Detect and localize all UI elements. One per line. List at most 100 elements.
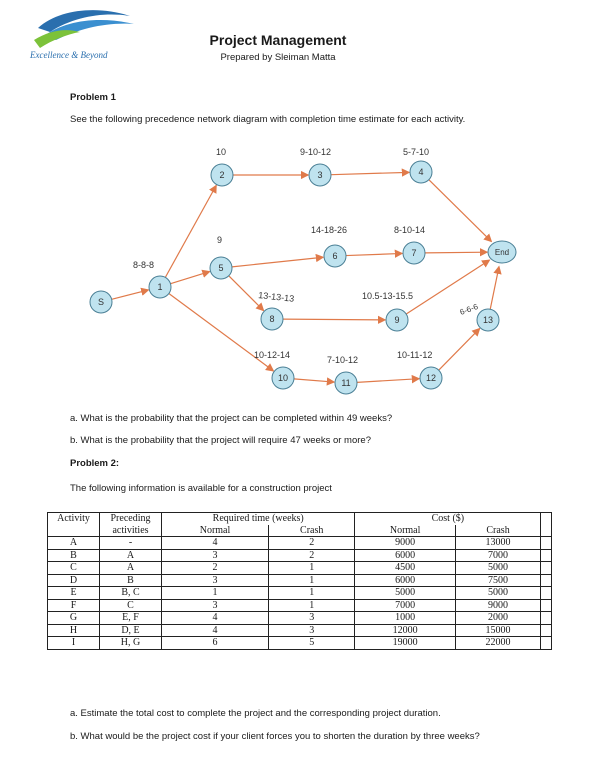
cell-crash-time: 1 bbox=[267, 586, 356, 600]
cell-preceding: H, G bbox=[99, 636, 162, 650]
node-label: 13 bbox=[483, 315, 493, 325]
page-title: Project Management bbox=[209, 32, 347, 48]
cell-normal-cost: 5000 bbox=[354, 586, 456, 600]
edge-1-2 bbox=[164, 184, 217, 278]
cell-crash-cost: 9000 bbox=[454, 598, 542, 612]
edge-7-End bbox=[424, 248, 489, 257]
cell-normal-time: 2 bbox=[161, 561, 269, 575]
cell-blank bbox=[540, 561, 552, 575]
cell-activity: G bbox=[47, 611, 100, 625]
problem1-question-b: b. What is the probability that the proj… bbox=[70, 435, 371, 446]
time-label-11: 7-10-12 bbox=[327, 355, 358, 365]
node-circle bbox=[148, 275, 172, 299]
node-7: 7 bbox=[402, 241, 426, 265]
node-label: 7 bbox=[411, 248, 416, 258]
cell-activity: A bbox=[47, 536, 100, 550]
node-circle bbox=[385, 308, 409, 332]
cell-crash-time: 5 bbox=[267, 636, 356, 650]
cell-normal-cost: 7000 bbox=[354, 598, 456, 612]
node-label: 10 bbox=[278, 373, 288, 383]
cell-activity: C bbox=[47, 561, 100, 575]
edge-1-10 bbox=[168, 293, 275, 372]
cell-blank bbox=[540, 623, 552, 637]
time-label-5: 9 bbox=[217, 235, 222, 245]
cost-table: Activity Preceding Required time (weeks)… bbox=[47, 512, 552, 650]
cell-crash-time: 1 bbox=[267, 598, 356, 612]
edge-11-12 bbox=[356, 374, 421, 384]
cell-crash-cost: 7500 bbox=[454, 573, 542, 587]
node-9: 9 bbox=[385, 308, 409, 332]
node-label: 2 bbox=[219, 170, 224, 180]
edge-10-11 bbox=[293, 377, 336, 386]
node-label: S bbox=[98, 297, 104, 307]
cell-preceding: C bbox=[99, 598, 162, 612]
cell-blank bbox=[540, 586, 552, 600]
node-6: 6 bbox=[323, 244, 347, 268]
node-label: 3 bbox=[317, 170, 322, 180]
time-label-2: 10 bbox=[216, 147, 226, 157]
node-label: 11 bbox=[341, 378, 350, 388]
cell-normal-time: 4 bbox=[161, 536, 269, 550]
cell-crash-cost: 7000 bbox=[454, 548, 542, 562]
cell-activity: H bbox=[47, 623, 100, 637]
header-cost: Cost ($) bbox=[354, 512, 542, 525]
subheader-normal-time: Normal bbox=[161, 524, 269, 537]
subheader-preceding: activities bbox=[99, 524, 162, 537]
problem1-question-a: a. What is the probability that the proj… bbox=[70, 413, 393, 424]
node-label: 4 bbox=[418, 167, 423, 177]
cell-preceding: - bbox=[99, 536, 162, 550]
node-circle bbox=[308, 163, 332, 187]
time-label-6: 14-18-26 bbox=[311, 225, 347, 235]
node-circle bbox=[419, 366, 443, 390]
cell-blank bbox=[540, 636, 552, 650]
time-label-7: 8-10-14 bbox=[394, 225, 425, 235]
subheader-crash-time: Crash bbox=[267, 524, 356, 537]
node-label: 8 bbox=[269, 314, 274, 324]
cell-preceding: E, F bbox=[99, 611, 162, 625]
subheader-normal-cost: Normal bbox=[354, 524, 456, 537]
cell-normal-time: 1 bbox=[161, 586, 269, 600]
cell-blank bbox=[540, 536, 552, 550]
node-13: 13 bbox=[476, 308, 500, 332]
subheader-blank-2 bbox=[540, 524, 552, 537]
edge-5-6 bbox=[231, 253, 325, 268]
logo-text: Excellence & Beyond bbox=[30, 50, 108, 60]
problem1-heading: Problem 1 bbox=[70, 92, 116, 103]
table-subheader-row: activities Normal Crash Normal Crash bbox=[47, 524, 552, 537]
cell-normal-cost: 9000 bbox=[354, 536, 456, 550]
node-End: End bbox=[487, 240, 517, 264]
node-2: 2 bbox=[210, 163, 234, 187]
node-1: 1 bbox=[148, 275, 172, 299]
cell-crash-time: 3 bbox=[267, 623, 356, 637]
node-label: 9 bbox=[394, 315, 399, 325]
node-circle bbox=[476, 308, 500, 332]
cell-normal-cost: 4500 bbox=[354, 561, 456, 575]
node-label: 1 bbox=[157, 282, 162, 292]
cell-blank bbox=[540, 548, 552, 562]
node-4: 4 bbox=[409, 160, 433, 184]
node-circle bbox=[89, 290, 113, 314]
cell-crash-cost: 22000 bbox=[454, 636, 542, 650]
cell-normal-cost: 19000 bbox=[354, 636, 456, 650]
page-subtitle: Prepared by Sleiman Matta bbox=[220, 52, 336, 63]
edge-13-End bbox=[489, 265, 502, 310]
cell-preceding: A bbox=[99, 548, 162, 562]
cell-activity: E bbox=[47, 586, 100, 600]
node-label: End bbox=[495, 248, 509, 257]
cell-normal-cost: 6000 bbox=[354, 548, 456, 562]
time-label-9: 10.5-13-15.5 bbox=[362, 291, 413, 301]
edge-4-End bbox=[428, 179, 493, 243]
time-label-3: 9-10-12 bbox=[300, 147, 331, 157]
node-12: 12 bbox=[419, 366, 443, 390]
edge-8-9 bbox=[282, 315, 387, 325]
edge-3-4 bbox=[330, 168, 411, 177]
cell-preceding: B bbox=[99, 573, 162, 587]
